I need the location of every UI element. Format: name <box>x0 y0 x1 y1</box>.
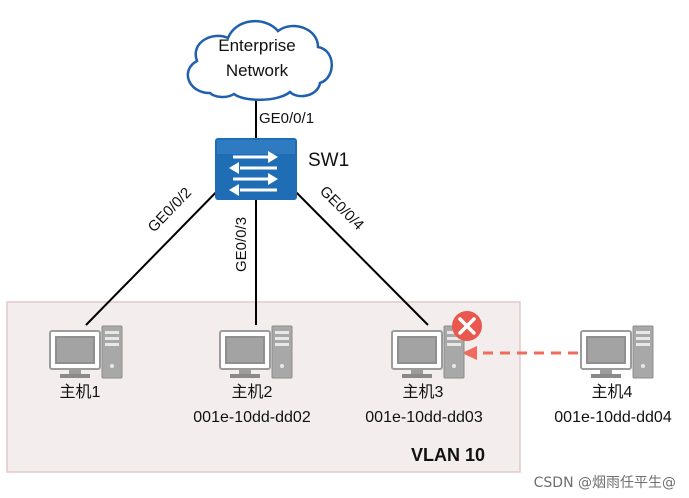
link-host1 <box>85 179 229 326</box>
port-label-host1: GE0/0/2 <box>145 184 195 235</box>
host3-name: 主机3 <box>403 383 444 401</box>
host4-mac: 001e-10dd-dd04 <box>554 409 672 426</box>
cloud-label-line2: Network <box>226 61 289 80</box>
host4-name: 主机4 <box>592 383 633 401</box>
port-label-host3: GE0/0/4 <box>316 183 367 234</box>
host3-mac: 001e-10dd-dd03 <box>365 409 483 426</box>
cloud-icon <box>186 19 333 101</box>
host4-computer-icon <box>580 325 654 379</box>
port-label-uplink: GE0/0/1 <box>259 110 314 127</box>
watermark: CSDN @烟雨任平生@ <box>534 475 676 491</box>
switch-name: SW1 <box>308 150 349 171</box>
x-circle-icon <box>452 311 482 341</box>
switch-icon <box>215 138 297 200</box>
host1-name: 主机1 <box>60 383 101 401</box>
cloud-label-line1: Enterprise <box>218 36 295 55</box>
host2-mac: 001e-10dd-dd02 <box>193 409 311 426</box>
port-label-host2: GE0/0/3 <box>233 217 250 272</box>
host2-name: 主机2 <box>232 383 273 401</box>
vlan-label: VLAN 10 <box>411 445 485 465</box>
link-host3 <box>283 179 429 326</box>
arrow-head-icon <box>462 346 477 360</box>
